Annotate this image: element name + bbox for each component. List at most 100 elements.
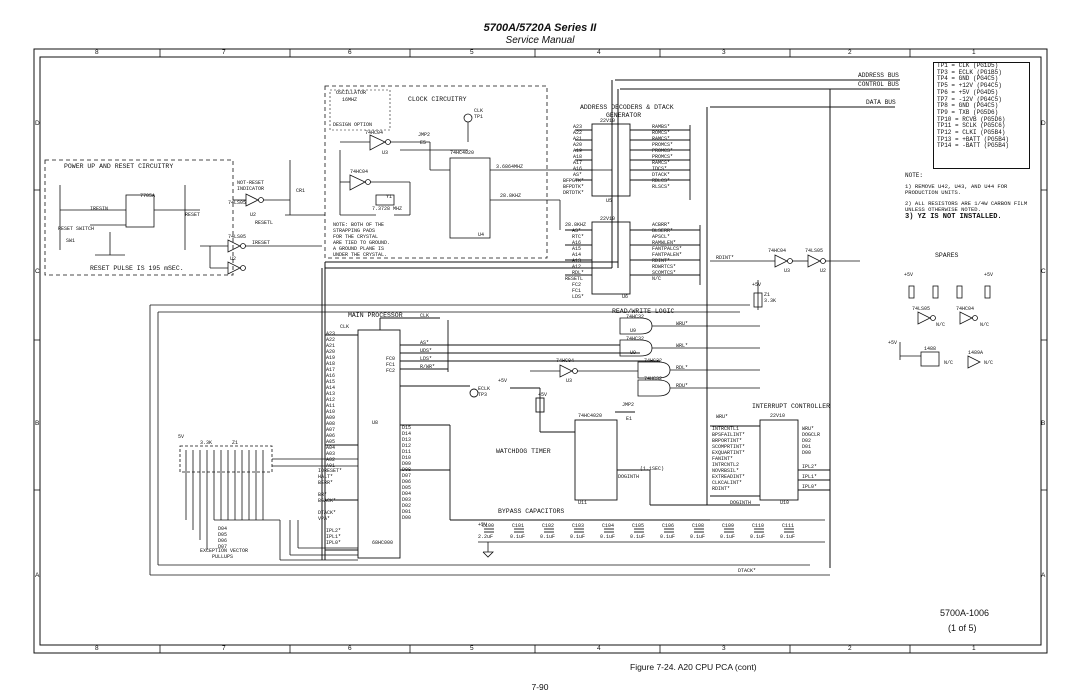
rp-label: Z1 (764, 292, 771, 298)
data-bit-label: D07 (218, 544, 228, 550)
decoder-pin: IDCS* (652, 166, 668, 172)
u8-label: U8 (372, 420, 379, 426)
test-point-entry: TP14 = -BATT (PG5B4) (937, 142, 1010, 150)
col-label-top: 8 (95, 49, 99, 56)
doginth-label: DOGINTH (618, 474, 640, 480)
bypass-cap-value: 0.1uF (600, 534, 616, 540)
decoder-pin: RAMCS* (652, 136, 671, 142)
u5-decoder-body (591, 123, 631, 197)
decoder2-pin: FANTPALCS* (652, 246, 683, 252)
decoder2-pin: RTC* (572, 234, 585, 240)
ic-1488-label: 1488 (924, 346, 937, 352)
nc-label: N/C (980, 322, 990, 328)
ic-22v10-label: 22V10 (770, 413, 786, 419)
reset-pulse-note: RESET PULSE IS 195 mSEC. (90, 265, 184, 272)
interrupt-output-pin: IPL1* (802, 474, 818, 480)
ic-74hc04-label: 74HC04 (768, 248, 787, 254)
tp3-label: TP3 (478, 392, 488, 398)
decoder-pin: AS* (573, 172, 583, 178)
row-label-right: B (1041, 420, 1046, 427)
clock-block-border (324, 85, 548, 259)
interrupt-input-pin: RDINT* (712, 486, 731, 492)
iresin-label: IRESIN (90, 206, 109, 212)
page-number: 7-90 (531, 682, 549, 692)
bypass-cap-ref: C108 (692, 523, 705, 529)
u8-cpu-body (357, 329, 401, 559)
u3-label: U3 (382, 150, 389, 156)
decoder-pin: A17 (573, 160, 583, 166)
rp-label: Z1 (232, 440, 239, 446)
u3-label: U3 (784, 268, 791, 274)
col-label-bottom: 4 (597, 645, 601, 652)
cpu-misc-pin: DTACK* (318, 510, 337, 516)
interrupt-controller-title: INTERRUPT CONTROLLER (752, 403, 831, 410)
ireset-label: IRESET (252, 240, 271, 246)
note-item: 3) YZ IS NOT INSTALLED. (905, 212, 1002, 221)
cpu-data-pin: D04 (402, 491, 412, 497)
u4-label: U4 (478, 232, 485, 238)
rdl-output-label: RDL* (676, 365, 689, 371)
watchdog-time: (1.1SEC) (640, 466, 665, 472)
cpu-address-pin: A09 (326, 415, 336, 421)
interrupt-output-pin: DOGCLR (802, 432, 821, 438)
cpu-data-pin: D08 (402, 467, 412, 473)
decoder-pin: PROMCS* (652, 154, 674, 160)
plus5-label: +5V (888, 340, 898, 346)
bypass-caps-title: BYPASS CAPACITORS (498, 508, 565, 515)
decoder-pin: RDLCS* (652, 178, 671, 184)
u2-label: U2 (250, 212, 257, 218)
interrupt-output-pin: D01 (802, 444, 812, 450)
decoder-pin: DRTDTK* (563, 190, 585, 196)
row-label-left: D (35, 120, 40, 127)
decoder-pin: ROMCS* (652, 130, 671, 136)
cpu-data-pin: D15 (402, 425, 412, 431)
bypass-cap-value: 0.1uF (540, 534, 556, 540)
e1-label: E1 (626, 416, 633, 422)
interrupt-input-pin: EXTREADINT* (712, 474, 746, 480)
decoder2-pin: ACBRR* (652, 222, 671, 228)
row-label-right: A (1041, 572, 1046, 579)
decoder-pin: PROMCS* (652, 142, 674, 148)
decoder2-pin: A15 (572, 246, 582, 252)
cpu-address-pin: A20 (326, 349, 336, 355)
cpu-address-pin: A05 (326, 439, 336, 445)
cpu-data-pin: D12 (402, 443, 412, 449)
not-reset-label: NOT-RESET (237, 180, 265, 186)
cpu-irq-pin: IPL2* (326, 528, 342, 534)
plus5-label: +5V (752, 282, 762, 288)
col-label-bottom: 5 (470, 645, 474, 652)
plus5-label: +5V (498, 378, 508, 384)
wrl-output-label: WRL* (676, 343, 689, 349)
interrupt-input-pin: FANINT* (712, 456, 734, 462)
col-label-bottom: 6 (348, 645, 352, 652)
bypass-cap-ref: C104 (602, 523, 615, 529)
cpu-data-pin: D11 (402, 449, 412, 455)
ic-22v10-label: 22V10 (600, 216, 616, 222)
decoder2-pin: APSCL* (652, 234, 671, 240)
rdu-output-label: RDU* (676, 383, 689, 389)
control-bus-label: CONTROL BUS (858, 81, 899, 88)
interrupt-output-pin: WRU* (802, 426, 815, 432)
test-point-entry: TP1 = CLK (PG1D5) (937, 62, 999, 69)
clock-note: A GROUND PLANE IS (333, 246, 385, 252)
decoder-pin: A23 (573, 124, 583, 130)
y1-label: Y1 (386, 194, 393, 200)
ic-74hc04-label: 74HC04 (956, 306, 975, 312)
test-point-entry: TP4 = GND (PG4C5) (937, 75, 999, 83)
col-label-top: 3 (722, 49, 726, 56)
oscillator-freq: 16MHZ (342, 97, 358, 103)
cpu-misc-pin: HALT* (318, 474, 334, 480)
cpu-address-pin: A01 (326, 463, 336, 469)
rp-label: 5V (178, 434, 185, 440)
ic-74hc32-label: 74HC32 (626, 336, 645, 342)
decoder2-pin: FANTPALEN* (652, 252, 683, 258)
u6-label: U6 (622, 294, 629, 300)
decoder2-pin: FC2 (572, 282, 582, 288)
row-label-left: B (35, 420, 40, 427)
manual-subtitle: Service Manual (505, 35, 575, 46)
bypass-cap-ref: C101 (512, 523, 525, 529)
reset-switch-label: RESET SWITCH (58, 226, 95, 232)
cpu-data-pin: D06 (402, 479, 412, 485)
design-option-label: DESIGN OPTION (333, 122, 373, 128)
